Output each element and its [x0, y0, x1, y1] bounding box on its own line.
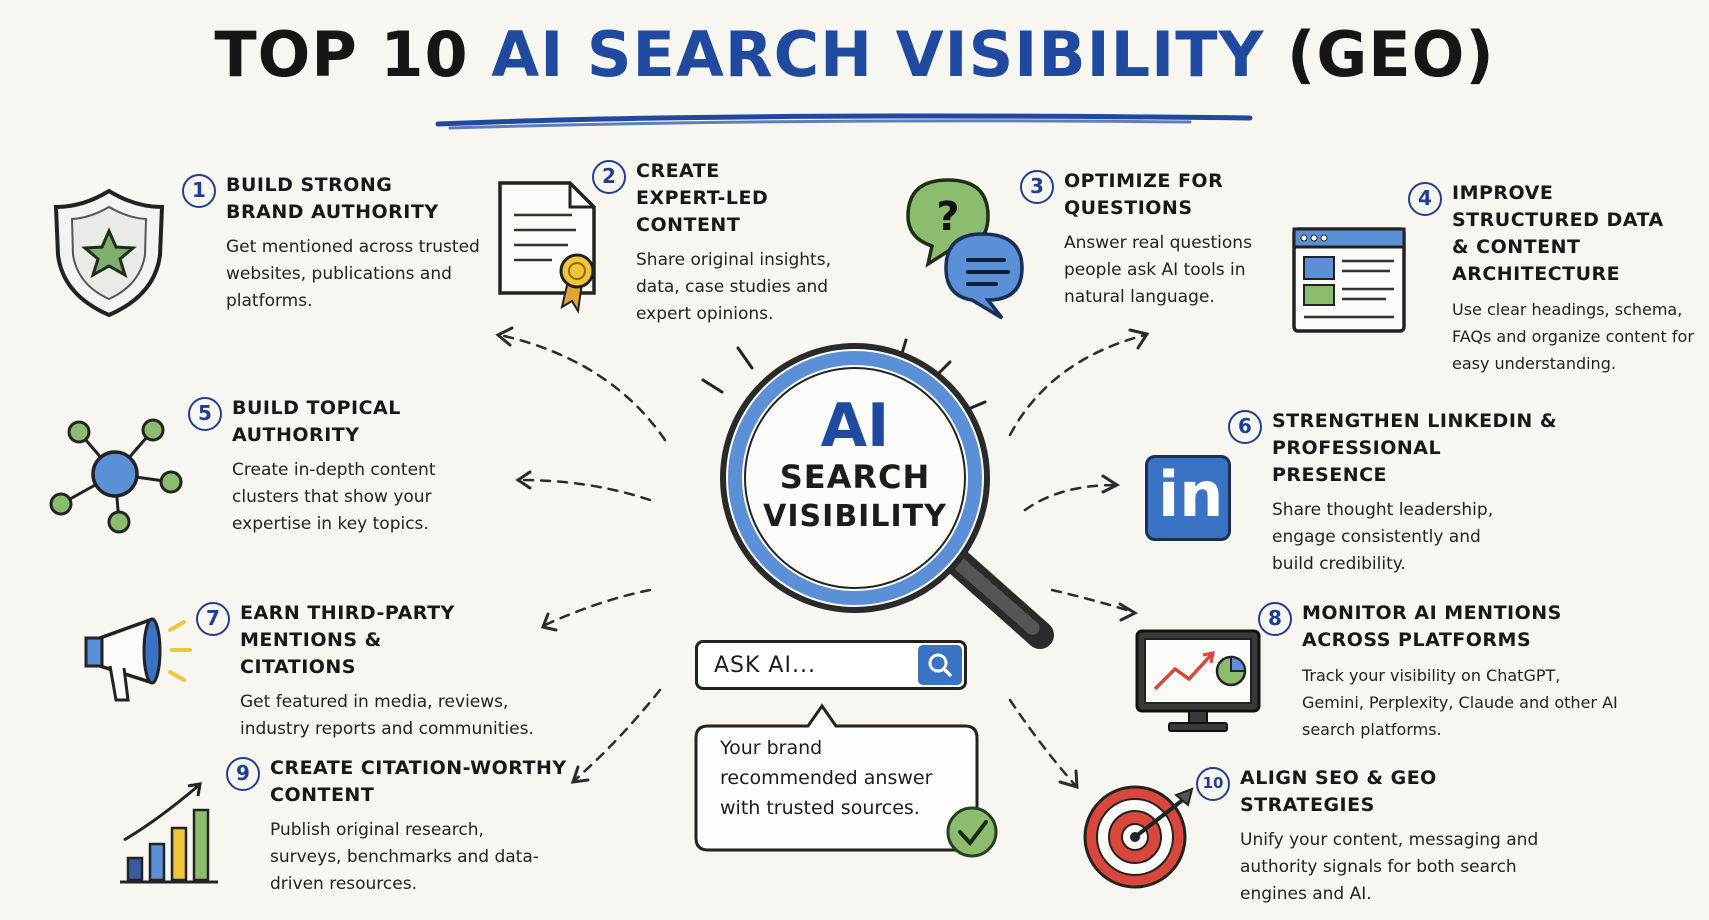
- center-line1: AI: [820, 391, 890, 461]
- linkedin-logo-text: in: [1158, 458, 1224, 531]
- network-hub-icon: [49, 418, 183, 534]
- item-title: Monitor AI Mentions Across Platforms: [1302, 602, 1562, 651]
- item-title: Earn Third-Party Mentions & Citations: [240, 602, 455, 678]
- target-arrow-icon: [1083, 785, 1194, 889]
- item-number: 2: [592, 160, 626, 194]
- item-description: Use clear headings, schema, FAQs and org…: [1452, 300, 1694, 373]
- item-title: Build Strong Brand Authority: [226, 174, 439, 223]
- document-certificate-icon: [498, 181, 596, 314]
- item-description: Share original insights, data, case stud…: [636, 250, 831, 324]
- page-title: TOP 10 AI SEARCH VISIBILITY (GEO): [0, 18, 1709, 91]
- item-title: Improve Structured Data & Content Archit…: [1452, 182, 1664, 285]
- item-number: 4: [1408, 182, 1442, 216]
- search-input-placeholder: ASK AI...: [714, 653, 816, 678]
- center-label: AI SEARCH VISIBILITY: [723, 395, 987, 537]
- item-2: 2 Create Expert-Led Content Share origina…: [592, 158, 872, 328]
- item-description: Answer real questions people ask AI tool…: [1064, 233, 1252, 307]
- item-title: Strengthen LinkedIn & Professional Prese…: [1272, 410, 1557, 486]
- item-number: 8: [1258, 602, 1292, 636]
- center-line3: VISIBILITY: [763, 499, 947, 534]
- item-number: 10: [1196, 767, 1230, 801]
- item-description: Create in-depth content clusters that sh…: [232, 460, 436, 534]
- search-icon: [928, 653, 952, 677]
- center-line2: SEARCH: [779, 458, 931, 496]
- item-3: 3 Optimize for Questions Answer real ques…: [1020, 168, 1290, 311]
- item-title: Create Citation-Worthy Content: [270, 757, 567, 806]
- item-description: Share thought leadership, engage consist…: [1272, 500, 1494, 574]
- arrow-heads: [495, 326, 1150, 790]
- title-suffix: (GEO): [1287, 18, 1495, 91]
- magnifier-icon: [720, 343, 1054, 649]
- item-number: 1: [182, 174, 216, 208]
- item-number: 7: [196, 602, 230, 636]
- item-6: 6 Strengthen LinkedIn & Professional Pres…: [1228, 408, 1558, 578]
- item-number: 3: [1020, 170, 1054, 204]
- ask-ai-search-box[interactable]: ASK AI...: [695, 640, 967, 690]
- title-highlight: AI SEARCH VISIBILITY: [491, 18, 1265, 91]
- item-7: 7 Earn Third-Party Mentions & Citations G…: [196, 600, 576, 743]
- item-1: 1 Build Strong Brand Authority Get mentio…: [182, 172, 502, 315]
- item-description: Get mentioned across trusted websites, p…: [226, 237, 480, 311]
- item-description: Unify your content, messaging and author…: [1240, 830, 1539, 904]
- question-mark: ?: [936, 194, 959, 240]
- answer-bubble-text: Your brand recommended answer with trust…: [720, 737, 933, 819]
- shield-icon: [53, 188, 165, 318]
- item-8: 8 Monitor AI Mentions Across Platforms Tr…: [1258, 600, 1638, 743]
- search-button[interactable]: [918, 645, 962, 685]
- title-prefix: TOP 10: [214, 18, 469, 91]
- growth-bar-chart-icon: [120, 782, 218, 884]
- monitor-chart-icon: [1135, 629, 1261, 732]
- megaphone-icon: [84, 617, 192, 702]
- item-number: 9: [226, 757, 260, 791]
- item-number: 5: [188, 397, 222, 431]
- item-description: Track your visibility on ChatGPT, Gemini…: [1302, 666, 1618, 739]
- browser-layout-icon: [1292, 227, 1406, 333]
- item-number: 6: [1228, 410, 1262, 444]
- linkedin-icon: in: [1145, 455, 1231, 541]
- item-title: Create Expert-Led Content: [636, 160, 769, 236]
- item-title: Build Topical Authority: [232, 397, 401, 446]
- item-4: 4 Improve Structured Data & Content Archi…: [1408, 180, 1708, 377]
- item-10: 10 Align SEO & GEO Strategies Unify your …: [1196, 765, 1556, 908]
- item-title: Optimize for Questions: [1064, 170, 1224, 219]
- check-icon: [946, 806, 998, 858]
- item-description: Get featured in media, reviews, industry…: [240, 692, 534, 739]
- item-9: 9 Create Citation-Worthy Content Publish …: [226, 755, 586, 898]
- title-underline: [435, 113, 1253, 130]
- item-description: Publish original research, surveys, benc…: [270, 820, 539, 894]
- item-title: Align SEO & GEO Strategies: [1240, 767, 1437, 816]
- item-5: 5 Build Topical Authority Create in-depth…: [188, 395, 498, 538]
- dashed-arrows: [498, 333, 1147, 787]
- chat-bubbles-icon: ?: [906, 178, 1024, 320]
